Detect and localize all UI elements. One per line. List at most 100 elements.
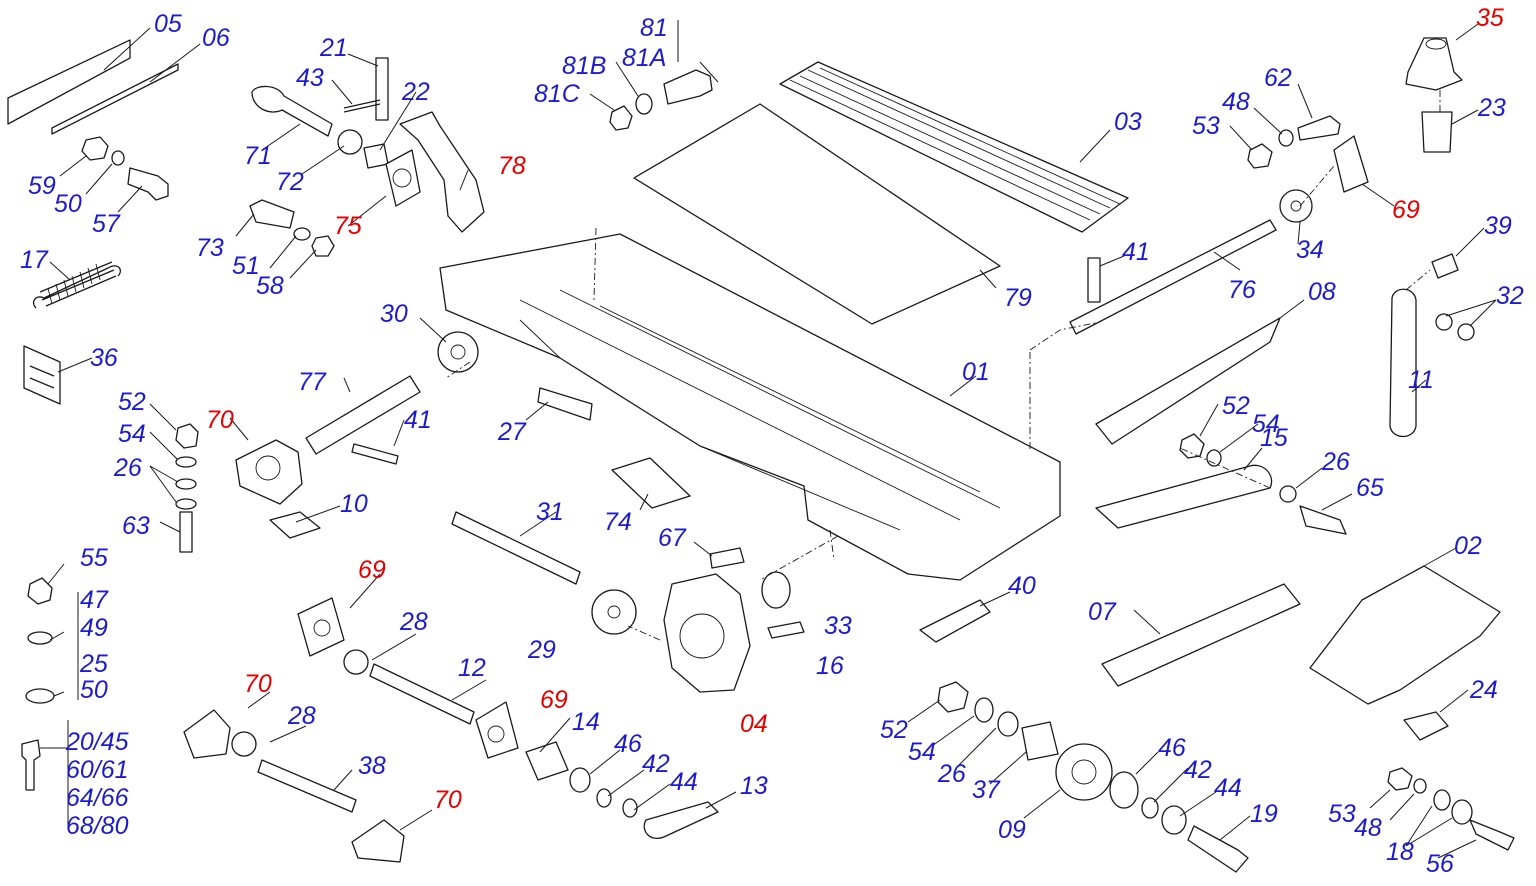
part-30-hub: [450, 344, 466, 360]
part-41-pin-left: [351, 443, 399, 465]
callout-05: 05: [154, 10, 182, 38]
callout-47: 47: [80, 586, 109, 614]
callout-15: 15: [1260, 424, 1288, 452]
callout-55: 55: [80, 544, 108, 572]
callout-59: 59: [28, 172, 56, 200]
callout-12: 12: [458, 654, 486, 682]
callout-36: 36: [90, 344, 118, 372]
callout-67: 67: [658, 524, 687, 552]
callout-48: 48: [1354, 814, 1382, 842]
callout-69: 69: [1392, 196, 1420, 224]
callout-42: 42: [1184, 756, 1212, 784]
callout-70: 70: [244, 670, 272, 698]
part-77-tube: [305, 375, 421, 455]
part-46-bearing: [569, 767, 591, 793]
callout-81b: 81B: [562, 52, 606, 80]
callout-52: 52: [1222, 392, 1250, 420]
part-09-sprocket: [1055, 743, 1113, 801]
part-18-washer-b: [1451, 799, 1473, 825]
callout-54: 54: [118, 420, 146, 448]
part-52-nut-c: [937, 681, 969, 713]
part-48-washer: [1278, 129, 1294, 147]
part-24-plate: [1403, 711, 1449, 741]
callout-72: 72: [276, 168, 304, 196]
part-drawings: [7, 37, 1515, 873]
part-23-bushing: [1421, 111, 1453, 153]
part-37-sleeve: [1021, 721, 1059, 761]
callout-78: 78: [498, 152, 526, 180]
callout-31: 31: [536, 498, 564, 526]
callout-32: 32: [1496, 282, 1524, 310]
callout-33: 33: [824, 612, 852, 640]
callout-49: 49: [80, 614, 108, 642]
part-65-bolt: [1299, 505, 1347, 535]
callout-81c: 81C: [534, 80, 581, 108]
part-04-gearbox: [663, 573, 751, 693]
part-22-bushing: [363, 143, 389, 169]
part-73-bolt: [249, 199, 295, 229]
callout-63: 63: [122, 512, 150, 540]
part-57-bolt: [127, 167, 169, 201]
part-52-nut: [175, 423, 199, 449]
part-34-hub: [1290, 200, 1302, 212]
callout-54: 54: [1252, 410, 1280, 438]
part-47-washer: [27, 631, 53, 645]
callout-53: 53: [1192, 112, 1220, 140]
callout-70: 70: [434, 786, 462, 814]
part-05-plate: [7, 39, 131, 125]
part-14-coupling: [525, 741, 569, 781]
part-30-sprocket: [437, 331, 479, 373]
callout-01: 01: [962, 358, 990, 386]
part-13-crank: [643, 801, 719, 839]
callout-25: 25: [79, 650, 108, 678]
part-75-bore: [392, 168, 412, 188]
part-71-rod-end: [251, 85, 333, 137]
leader-lines-paths: [40, 20, 1497, 859]
part-01-frame: [439, 233, 1061, 581]
callout-35: 35: [1476, 4, 1504, 32]
callout-41: 41: [404, 406, 432, 434]
callout-73: 73: [196, 234, 224, 262]
callout-09: 09: [998, 816, 1026, 844]
part-17-spring: [32, 261, 122, 309]
callout-24: 24: [1469, 676, 1498, 704]
part-10-plate: [269, 511, 321, 539]
part-32-washer-a: [1435, 313, 1453, 331]
part-52-nut-b: [1179, 433, 1205, 459]
callout-28: 28: [287, 702, 316, 730]
callout-62: 62: [1264, 64, 1292, 92]
part-11-link: [1389, 288, 1417, 438]
part-35-bore: [1425, 38, 1447, 50]
part-74-bracket: [611, 457, 691, 509]
part-26-washer-b: [175, 498, 197, 510]
callout-06: 06: [202, 24, 230, 52]
part-32-washer-b: [1457, 323, 1475, 341]
part-01-rails: [519, 289, 1001, 531]
callout-29: 29: [527, 636, 556, 664]
part-69-flange-bearing-a: [297, 597, 345, 657]
part-56-bolt: [1469, 819, 1515, 851]
part-69-flange-bearing-b: [475, 701, 519, 759]
part-20-bolt: [21, 739, 41, 791]
callout-26: 26: [113, 454, 142, 482]
part-29-sprocket: [591, 589, 637, 635]
part-08-guard: [1095, 317, 1281, 445]
callout-46: 46: [614, 730, 642, 758]
callout-48: 48: [1222, 88, 1250, 116]
part-70-pillow-block-b: [183, 709, 231, 759]
callout-56: 56: [1426, 850, 1454, 878]
part-15-lever: [1095, 464, 1273, 529]
callout-03: 03: [1114, 108, 1142, 136]
callout-41: 41: [1122, 238, 1150, 266]
callout-21: 21: [319, 34, 348, 62]
part-69-bore-a: [313, 619, 331, 637]
callout-75: 75: [334, 212, 362, 240]
callout-44: 44: [1214, 774, 1242, 802]
callout-11: 11: [1408, 366, 1434, 394]
callout-17: 17: [20, 246, 49, 274]
part-44-circlip: [622, 798, 638, 818]
callout-46: 46: [1158, 734, 1186, 762]
part-76-rod: [1069, 219, 1277, 335]
part-34-wheel: [1279, 189, 1313, 223]
callout-81a: 81A: [622, 44, 666, 72]
